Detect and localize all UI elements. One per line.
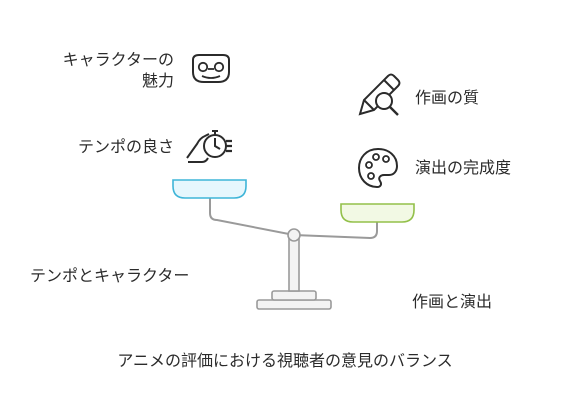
- character-appeal-line2: 魅力: [141, 71, 174, 90]
- character-appeal-line1: キャラクターの: [62, 50, 174, 69]
- hand-stopwatch-icon: [186, 130, 232, 163]
- character-appeal-label: キャラクターの 魅力: [20, 49, 174, 91]
- scale-pillar: [288, 237, 300, 292]
- left-summary-label: テンポとキャラクター: [30, 266, 190, 285]
- palette-icon: [357, 147, 399, 189]
- right-pan: [340, 203, 415, 223]
- diagram-caption: アニメの評価における視聴者の意見のバランス: [117, 351, 453, 370]
- pencil-magnifier-icon: [358, 73, 401, 116]
- left-pan: [172, 179, 247, 199]
- scale-pivot: [287, 228, 301, 242]
- tempo-label: テンポの良さ: [77, 137, 174, 156]
- scale-base: [256, 290, 332, 310]
- animation-quality-label: 作画の質: [415, 88, 480, 107]
- right-summary-label: 作画と演出: [412, 292, 493, 311]
- direction-quality-label: 演出の完成度: [415, 158, 512, 177]
- mask-face-icon: [192, 54, 230, 83]
